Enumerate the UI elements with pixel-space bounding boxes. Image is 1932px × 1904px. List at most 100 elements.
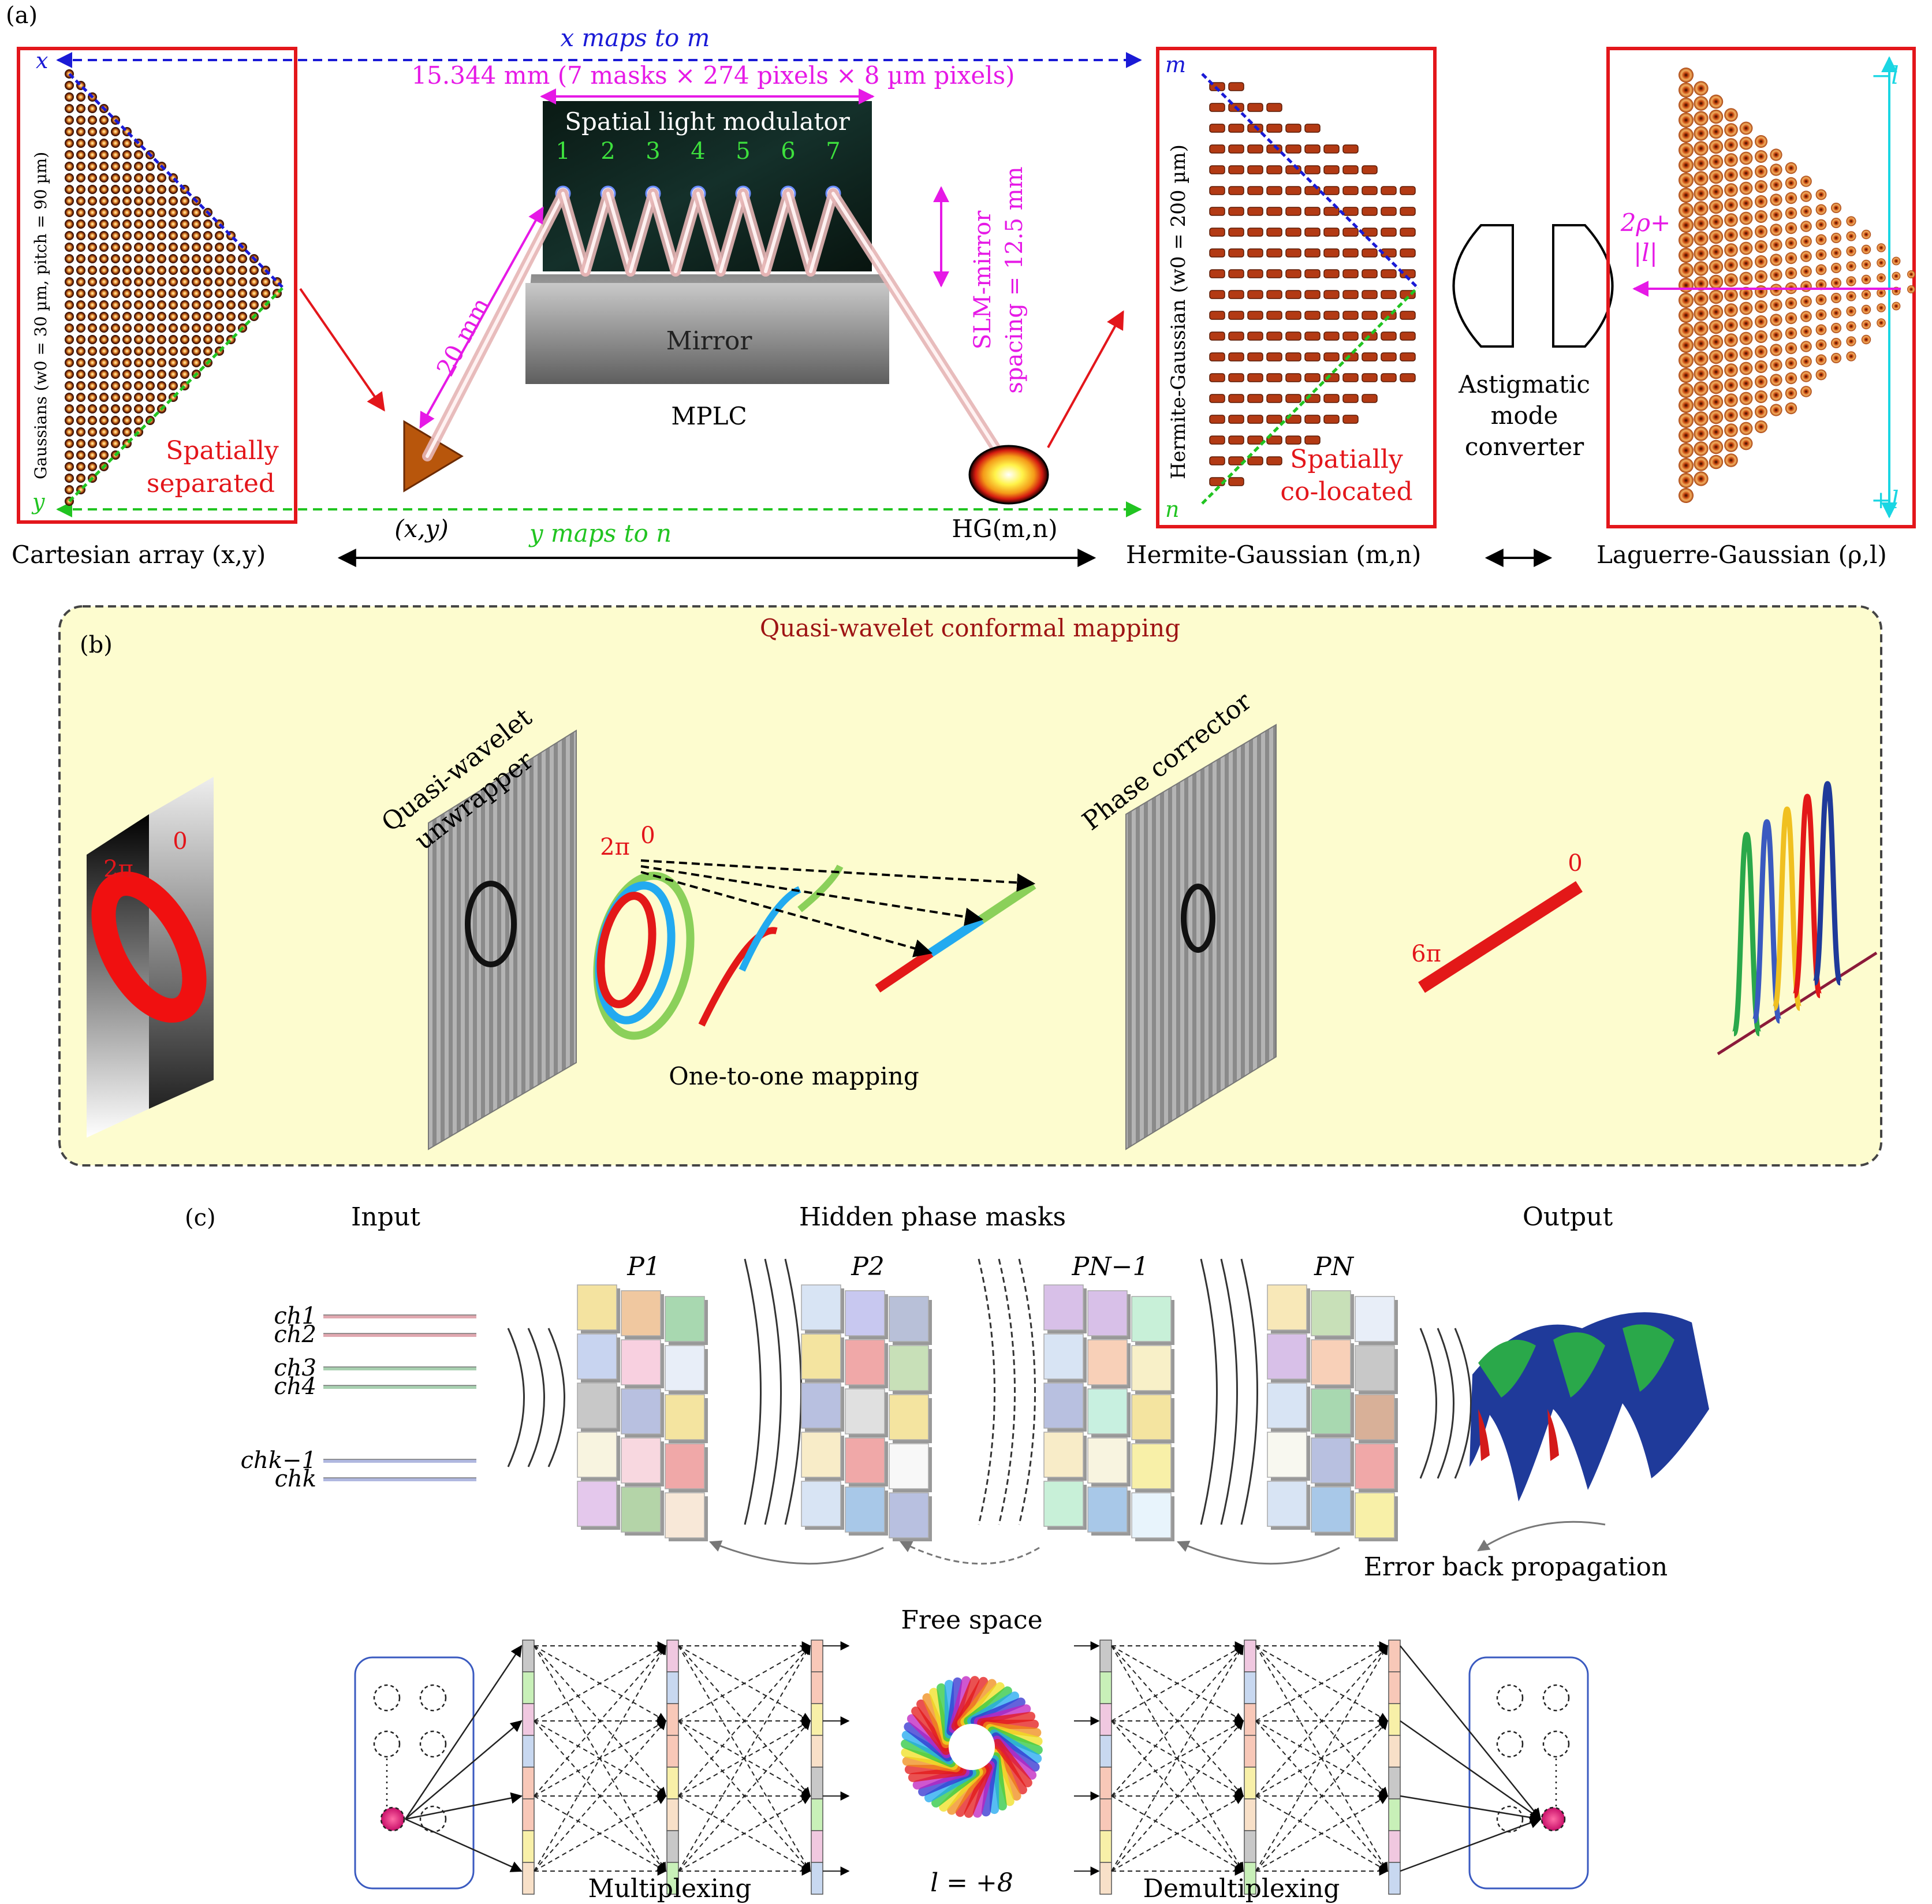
gaussian-spot: [226, 323, 236, 333]
gaussian-spot: [111, 289, 120, 298]
hg-mode: [1304, 144, 1321, 154]
gaussian-spot: [88, 139, 97, 148]
gaussian-spot: [249, 277, 259, 286]
mode-slot: [1542, 1730, 1570, 1758]
demux-link: [1111, 1645, 1244, 1797]
gaussian-spot: [76, 404, 85, 413]
gaussian-spot: [203, 243, 212, 252]
lg-mode: [1861, 274, 1871, 285]
hg-mode: [1247, 269, 1263, 278]
demux-layer: [1244, 1671, 1256, 1704]
gaussian-spot: [76, 416, 85, 425]
mux-in-arrow: [404, 1645, 523, 1820]
gaussian-spot: [76, 139, 85, 148]
lg-mode: [1679, 158, 1694, 173]
lg-mode: [1785, 222, 1797, 234]
six-pi-label: 6π: [1411, 941, 1441, 967]
hg-mode: [1400, 228, 1416, 237]
gaussian-spot: [157, 243, 166, 252]
hg-output-spot: [968, 445, 1049, 505]
gaussian-spot: [65, 139, 74, 148]
gaussian-spot: [180, 277, 189, 286]
xy-label: (x,y): [394, 515, 449, 543]
lg-mode: [1694, 471, 1709, 486]
hg-mode: [1342, 352, 1359, 362]
hg-mode: [1323, 311, 1340, 320]
gaussian-spot: [146, 173, 155, 182]
mux-layer: [666, 1767, 679, 1799]
gaussian-spot: [65, 289, 74, 298]
gaussian-spot: [238, 266, 247, 275]
hg-mode: [1285, 373, 1301, 382]
lg-mode: [1724, 258, 1738, 272]
gaussian-spot: [88, 243, 97, 252]
hg-mode: [1342, 228, 1359, 237]
lg-mode: [1815, 294, 1827, 305]
lg-mode: [1755, 270, 1767, 283]
mask-pixel: [1043, 1333, 1084, 1380]
wave-p1-p2: [744, 1258, 762, 1525]
gaussian-spot: [180, 323, 189, 333]
hg-mode: [1304, 352, 1321, 362]
gaussian-spot: [76, 185, 85, 194]
gaussian-spot: [65, 485, 74, 494]
hg-mode: [1247, 352, 1263, 362]
hg-caption: Hermite-Gaussian (m,n): [1126, 541, 1421, 569]
gaussian-spot: [146, 370, 155, 379]
vortex-phase-plate: 2π 0: [87, 777, 214, 1138]
lg-mode: [1770, 374, 1782, 386]
hg-mode: [1381, 373, 1397, 382]
lg-mode: [1709, 289, 1724, 304]
demux-layer: [1099, 1830, 1112, 1863]
gaussian-spot: [65, 254, 74, 263]
hg-mode: [1209, 144, 1225, 154]
cartesian-box: [17, 47, 297, 524]
lg-mode: [1694, 156, 1709, 171]
gaussian-spot: [76, 243, 85, 252]
lg-mode: [1739, 377, 1753, 390]
gaussian-spot: [88, 346, 97, 356]
lg-mode: [1800, 176, 1812, 187]
lg-mode: [1679, 143, 1694, 158]
lg-mode: [1861, 334, 1871, 345]
minus-l: −l: [1871, 61, 1899, 90]
mask-pixel: [665, 1394, 705, 1440]
lg-mode: [1694, 246, 1709, 261]
panel-b-label: (b): [80, 632, 113, 658]
gaussian-spot: [215, 289, 224, 298]
gaussian-spot: [157, 300, 166, 310]
lg-mode: [1815, 324, 1827, 336]
mask-pixel: [621, 1339, 661, 1385]
demux-layer: [1388, 1862, 1401, 1895]
gaussian-spot: [111, 393, 120, 402]
gaussian-spot: [238, 254, 247, 263]
gaussian-spot: [157, 393, 166, 402]
hg-mode: [1209, 435, 1225, 445]
panel-c-label: (c): [185, 1205, 216, 1231]
lg-mode: [1709, 379, 1724, 394]
lg-mode: [1694, 381, 1709, 396]
lg-mode: [1770, 254, 1782, 266]
gaussian-spot: [134, 393, 143, 402]
lg-mode: [1861, 289, 1871, 300]
demux-layer: [1244, 1862, 1256, 1895]
lg-mode: [1831, 293, 1841, 303]
gaussian-spot: [88, 127, 97, 136]
lg-mode: [1724, 243, 1738, 257]
lg-mode: [1709, 154, 1724, 169]
lg-mode: [1785, 192, 1797, 204]
lg-mode: [1785, 237, 1797, 249]
gaussian-spot: [76, 208, 85, 217]
hg-blue-edge: [1201, 73, 1419, 289]
lg-mode: [1755, 315, 1767, 328]
astigmatic-3: converter: [1465, 433, 1584, 461]
demux-layer: [1099, 1735, 1112, 1768]
lg-mode: [1679, 128, 1694, 143]
gaussian-spot: [122, 289, 132, 298]
lg-mode: [1770, 344, 1782, 356]
demux-link: [1255, 1645, 1389, 1797]
hg-mode: [1247, 373, 1263, 382]
beam-core: [786, 192, 812, 273]
demux-layer: [1388, 1735, 1401, 1768]
